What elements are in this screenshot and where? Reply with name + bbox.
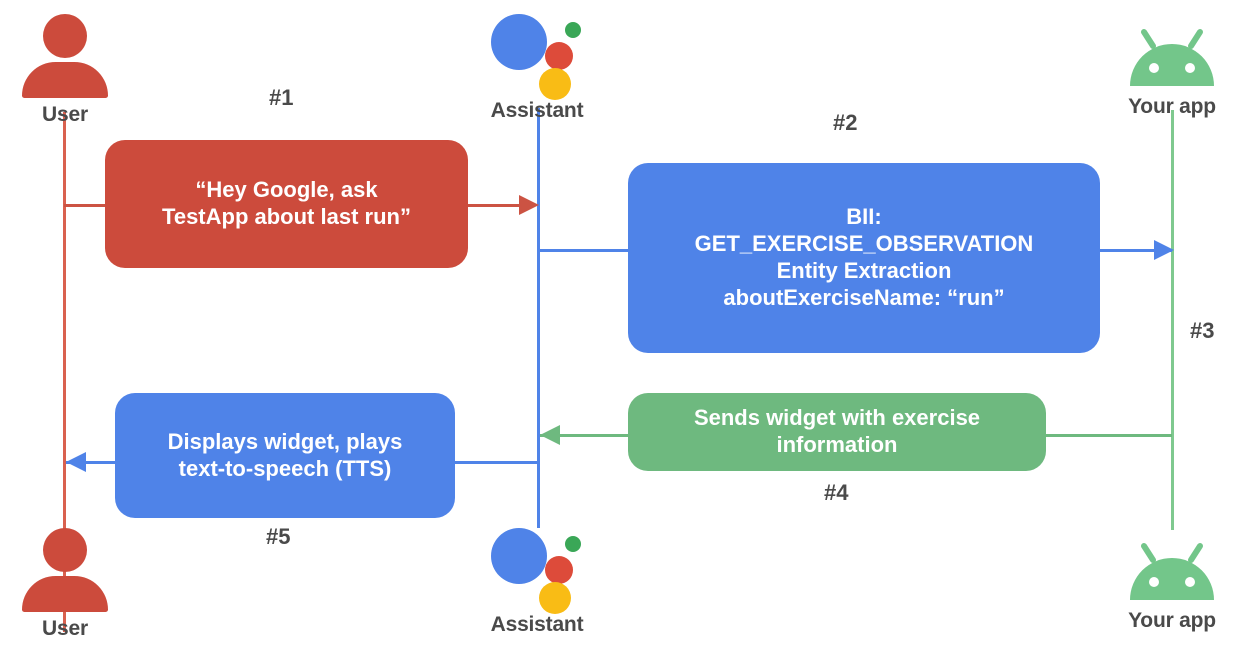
assistant-icon-yellow-dot (539, 68, 571, 100)
connector-assistant-to-tts (452, 461, 540, 464)
tts-line-1: Displays widget, plays (167, 428, 403, 454)
actor-label-assistant-bottom: Assistant (490, 613, 584, 636)
actor-user-bottom: User (0, 528, 140, 639)
bii-line-2: GET_EXERCISE_OBSERVATION (694, 231, 1034, 257)
connector-assistant-to-bii (538, 249, 634, 252)
user-icon (22, 528, 108, 612)
widget-line-2: information (776, 432, 898, 457)
google-assistant-icon (489, 10, 585, 100)
actor-your-app-bottom: Your app (1097, 526, 1244, 631)
android-icon (1122, 526, 1222, 606)
assistant-icon-blue-dot (491, 528, 547, 584)
tts-line-2: text-to-speech (TTS) (178, 455, 392, 481)
arrowhead-widget-to-assistant (540, 425, 560, 445)
step-label-2: #2 (833, 110, 858, 135)
lifeline-assistant (537, 108, 540, 528)
step-label-4: #4 (824, 480, 849, 505)
assistant-icon-red-dot (545, 42, 573, 70)
utterance-line-2: TestApp about last run” (162, 204, 411, 229)
lifeline-user (63, 112, 66, 632)
connector-your-app-to-widget (1040, 434, 1172, 437)
step-label-3: #3 (1190, 318, 1215, 343)
actor-label-assistant-top: Assistant (490, 99, 584, 122)
arrowhead-user-to-assistant (519, 195, 539, 215)
assistant-icon-green-dot (565, 536, 581, 552)
actor-user-top: User (0, 14, 140, 125)
actor-label-user-bottom: User (42, 617, 88, 640)
connector-widget-to-assistant (540, 434, 632, 437)
actor-label-your-app-top: Your app (1128, 95, 1216, 118)
actor-assistant-bottom: Assistant (462, 524, 612, 635)
message-box-bii: BII: GET_EXERCISE_OBSERVATION Entity Ext… (628, 163, 1100, 353)
android-icon (1122, 12, 1222, 92)
connector-bii-to-your-app (1094, 249, 1172, 252)
step-label-1: #1 (269, 85, 294, 110)
message-box-tts: Displays widget, plays text-to-speech (T… (115, 393, 455, 518)
actor-label-user-top: User (42, 103, 88, 126)
assistant-icon-yellow-dot (539, 582, 571, 614)
widget-line-1: Sends widget with exercise (693, 405, 981, 431)
step-label-5: #5 (266, 524, 291, 549)
actor-your-app-top: Your app (1097, 12, 1244, 117)
bii-line-4: aboutExerciseName: “run” (723, 284, 1005, 310)
utterance-line-1: “Hey Google, ask (195, 177, 378, 203)
actor-assistant-top: Assistant (462, 10, 612, 121)
message-box-widget: Sends widget with exercise information (628, 393, 1046, 471)
user-icon (22, 14, 108, 98)
user-icon-head (43, 14, 87, 58)
lifeline-your-app (1171, 110, 1174, 530)
bii-line-1: BII: (846, 204, 882, 230)
bii-line-3: Entity Extraction (776, 258, 952, 283)
assistant-icon-red-dot (545, 556, 573, 584)
arrowhead-tts-to-user (66, 452, 86, 472)
arrowhead-bii-to-your-app (1154, 240, 1174, 260)
google-assistant-icon (489, 524, 585, 614)
actor-label-your-app-bottom: Your app (1128, 609, 1216, 632)
assistant-icon-blue-dot (491, 14, 547, 70)
user-icon-body (22, 62, 108, 98)
message-box-utterance: “Hey Google, ask TestApp about last run” (105, 140, 468, 268)
connector-tts-to-user (66, 461, 122, 464)
assistant-icon-green-dot (565, 22, 581, 38)
user-icon-head (43, 528, 87, 572)
user-icon-body (22, 576, 108, 612)
